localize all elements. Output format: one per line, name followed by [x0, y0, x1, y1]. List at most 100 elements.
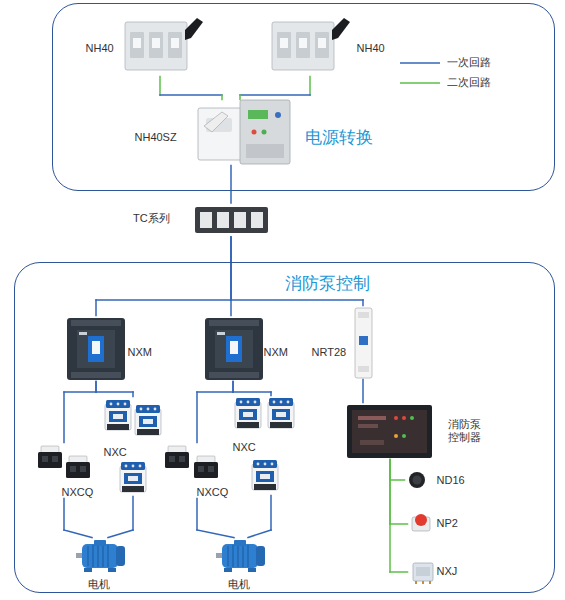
terminal-block: TC系列 — [131, 203, 271, 237]
device-label: 消防泵 控制器 — [448, 418, 486, 444]
connector-segment — [63, 392, 65, 443]
connector-segment — [232, 382, 234, 393]
connector-segment — [239, 95, 241, 100]
connector-line — [160, 77, 222, 100]
connector-line — [64, 499, 92, 538]
device-label: NXC — [233, 441, 256, 454]
connector-segment — [64, 391, 96, 393]
starter-device: NXCQ — [36, 443, 94, 499]
connector-segment — [197, 391, 233, 393]
device-label: ND16 — [437, 474, 465, 487]
device-label: NXM — [128, 346, 152, 359]
connector-segment — [63, 499, 65, 531]
connector-segment — [96, 391, 133, 393]
connector-segment — [160, 94, 222, 96]
panel-title: 电源转换 — [305, 128, 373, 148]
connector-segment — [230, 237, 232, 316]
connector-segment — [230, 237, 232, 300]
device-label: 电机 — [228, 578, 250, 591]
connector-line — [96, 382, 133, 397]
connector-segment — [362, 300, 364, 306]
connector-segment — [233, 391, 271, 393]
connector-segment — [95, 382, 97, 393]
connector-line — [96, 237, 231, 316]
device-label: NXCQ — [197, 486, 229, 499]
device-label: NXJ — [437, 565, 458, 578]
connector-segment — [108, 530, 133, 538]
connector-line — [233, 382, 271, 396]
connector-line — [240, 77, 310, 100]
connector-segment — [270, 496, 272, 531]
connector-line — [363, 380, 364, 403]
connector-segment — [232, 382, 234, 393]
panel-band: 电源转换 NH40 NH40NH40SZ — [52, 3, 555, 191]
legend-line-sample — [400, 82, 440, 84]
device-label: NH40 — [86, 42, 114, 55]
connector-segment — [390, 479, 405, 481]
connector-segment — [64, 530, 92, 538]
connector-line — [108, 497, 133, 538]
panel-title: 消防泵控制 — [285, 274, 370, 294]
connector-segment — [132, 497, 134, 531]
connector-segment — [309, 77, 311, 96]
connector-segment — [230, 166, 232, 204]
connector-line — [197, 499, 234, 538]
connector-line — [231, 237, 232, 316]
device-label: NP2 — [437, 517, 458, 530]
connector-segment — [95, 382, 97, 393]
relay-device: NXJ — [408, 560, 458, 584]
connector-segment — [240, 94, 310, 96]
connector-segment — [390, 523, 408, 525]
breaker-device: NXM — [66, 316, 160, 382]
connector-segment — [196, 392, 198, 443]
contactor-group: NXC — [102, 397, 162, 497]
connector-segment — [362, 380, 364, 403]
switch-device: NH40 — [268, 15, 388, 77]
switch-device: NH40 — [84, 15, 202, 77]
device-label: NXC — [104, 446, 127, 459]
contactor-group: NXC — [232, 396, 300, 496]
connector-line — [390, 460, 408, 525]
connector-segment — [221, 95, 223, 100]
panel-band: 消防泵控制 NXM NXM NRT28NXC NXCQ NXC NXCQ 消防泵 控制器电机 电… — [14, 262, 555, 593]
connector-segment — [95, 300, 97, 316]
pump-controller: 消防泵 控制器 — [345, 403, 497, 460]
legend-line-sample — [400, 62, 440, 64]
connector-line — [231, 237, 363, 306]
connector-line — [390, 460, 405, 481]
connector-line — [248, 496, 271, 538]
connector-segment — [96, 299, 231, 301]
indicator-light: ND16 — [405, 468, 465, 492]
connector-segment — [196, 499, 198, 531]
device-label: NXCQ — [62, 486, 94, 499]
connector-segment — [159, 77, 161, 96]
device-label: NXM — [264, 346, 288, 359]
device-label: 电机 — [88, 578, 110, 591]
device-label: NRT28 — [312, 346, 347, 359]
connector-segment — [197, 530, 234, 538]
connector-line — [64, 382, 96, 443]
motor-device: 电机 — [212, 538, 270, 592]
connector-segment — [231, 299, 363, 301]
device-label: TC系列 — [133, 212, 170, 225]
connector-line — [197, 382, 233, 443]
legend-text: 二次回路 — [447, 76, 491, 89]
connector-segment — [389, 460, 391, 573]
motor-device: 电机 — [72, 538, 130, 592]
connector-line — [390, 460, 408, 573]
starter-device: NXCQ — [163, 443, 225, 499]
connector-segment — [248, 530, 271, 538]
connector-segment — [230, 237, 232, 300]
push-button: NP2 — [408, 512, 458, 536]
connector-segment — [132, 392, 134, 397]
device-label: NH40SZ — [135, 131, 177, 144]
connector-segment — [270, 392, 272, 396]
transfer-switch: NH40SZ — [133, 100, 293, 166]
device-label: NH40 — [357, 42, 385, 55]
connector-line — [231, 166, 232, 204]
breaker-device: NXM — [203, 316, 297, 382]
legend-text: 一次回路 — [447, 56, 491, 69]
